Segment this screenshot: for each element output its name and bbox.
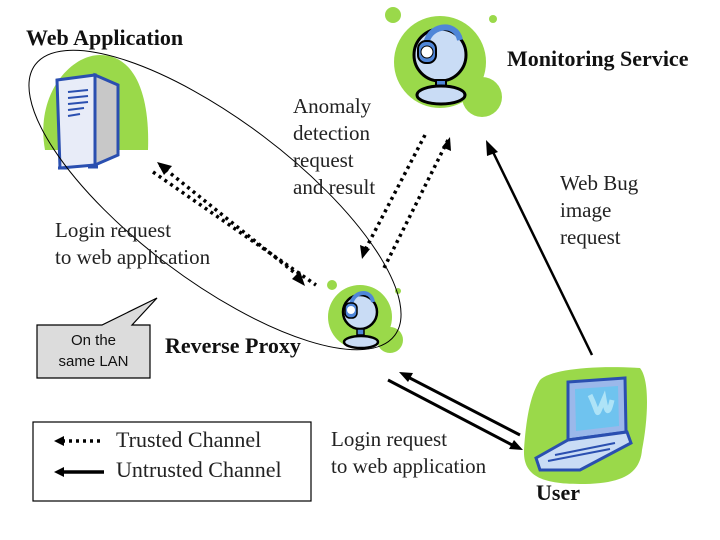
webcam-icon xyxy=(385,7,502,117)
reverse-proxy-label: Reverse Proxy xyxy=(165,333,301,358)
anomaly-detection-label: Anomaly detection request and result xyxy=(293,94,376,199)
lan-boundary xyxy=(28,49,402,351)
legend-untrusted-label: Untrusted Channel xyxy=(116,457,282,482)
login-request-user-label: Login request to web application xyxy=(331,427,487,478)
laptop-icon xyxy=(523,367,647,484)
lan-callout xyxy=(36,297,158,379)
untrusted-channel-arrow xyxy=(387,372,523,450)
monitoring-service-label: Monitoring Service xyxy=(507,46,689,71)
trusted-channel-arrow xyxy=(360,134,451,269)
server-icon xyxy=(43,55,149,170)
legend-box xyxy=(32,421,312,502)
web-application-label: Web Application xyxy=(26,25,184,50)
callout-text: On the same LAN xyxy=(58,332,129,370)
untrusted-channel-arrow xyxy=(486,140,594,356)
trusted-channel-arrow xyxy=(152,162,317,287)
webcam-icon xyxy=(327,280,403,353)
login-request-internal-label: Login request to web application xyxy=(55,218,211,269)
user-label: User xyxy=(536,480,580,505)
web-bug-request-label: Web Bug image request xyxy=(560,171,639,249)
legend-trusted-label: Trusted Channel xyxy=(116,427,262,452)
